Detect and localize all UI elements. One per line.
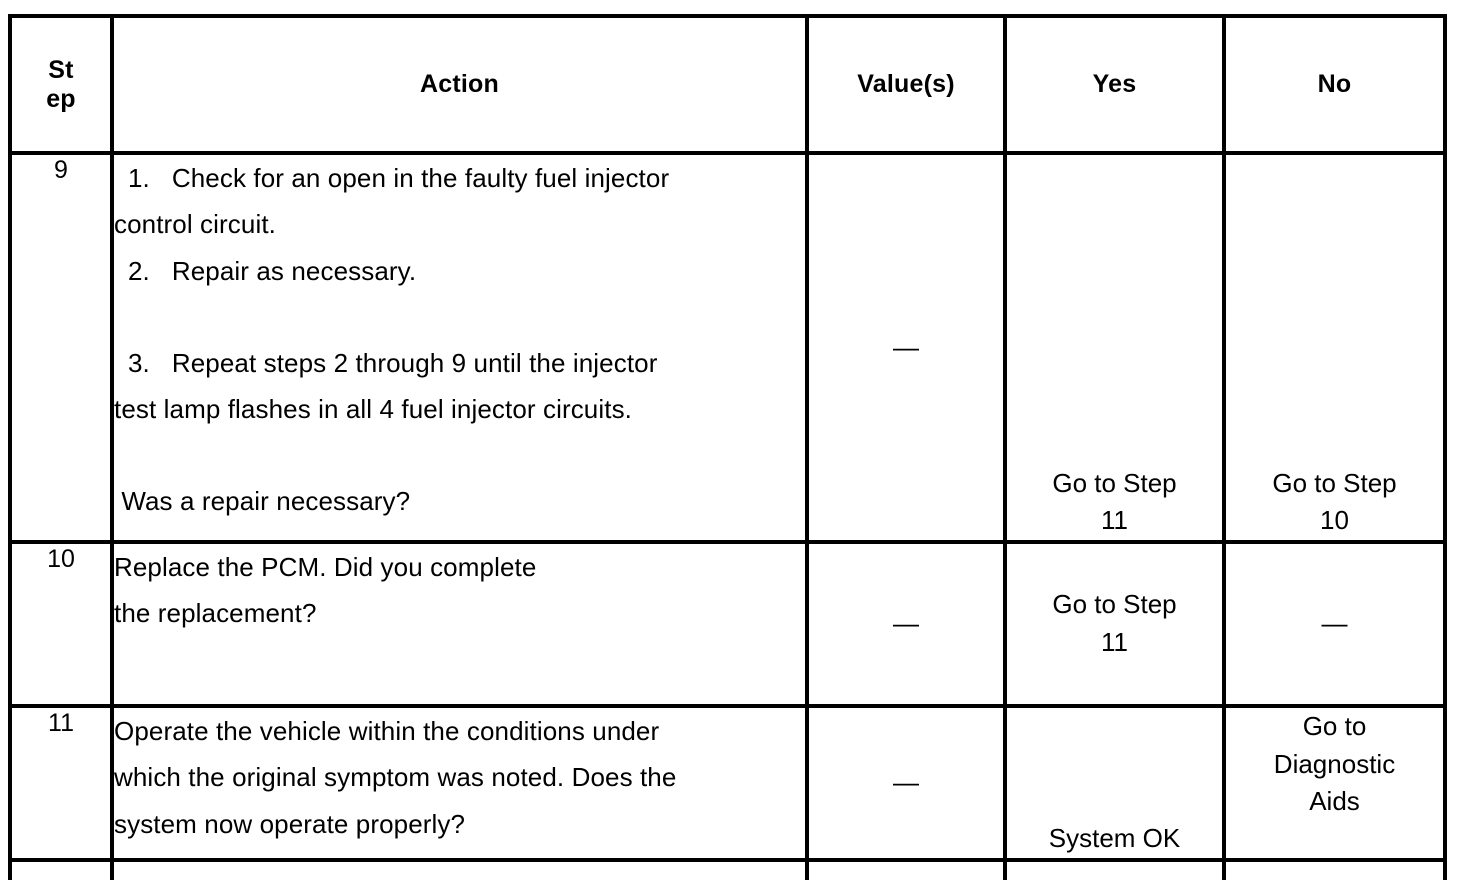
cell-yes: Go to Step 11 xyxy=(1003,540,1226,708)
cell-no: Go to Diagnostic Aids xyxy=(1222,704,1447,862)
cell-action: Replace the PCM. Did you complete the re… xyxy=(110,540,809,708)
cell-step-number: 11 xyxy=(8,704,114,862)
cell-action: 1. Check for an open in the faulty fuel … xyxy=(110,151,809,544)
cell-yes: System OK xyxy=(1003,704,1226,862)
action-line: system now operate properly? xyxy=(114,808,466,839)
cell-no-line: Go to Step xyxy=(1272,467,1397,498)
cell-no-line: Go to xyxy=(1302,711,1367,741)
cell-yes-line: System OK xyxy=(1048,823,1181,854)
cell-value-partial xyxy=(805,858,1007,880)
cell-yes-line: Go to Step xyxy=(1052,467,1177,498)
cell-step-number: 9 xyxy=(8,151,114,544)
table-row-partial xyxy=(8,858,1447,880)
action-line-spacer xyxy=(114,432,805,478)
action-line: 2. Repair as necessary. xyxy=(128,255,417,286)
column-header-yes: Yes xyxy=(1003,14,1226,155)
cell-no-line: 10 xyxy=(1320,505,1349,536)
cell-step-number-partial xyxy=(8,858,114,880)
action-line: test lamp flashes in all 4 fuel injector… xyxy=(114,394,632,425)
cell-value: — xyxy=(805,151,1007,544)
cell-no-line: — xyxy=(1321,608,1348,639)
cell-step-number: 10 xyxy=(8,540,114,708)
cell-yes-partial xyxy=(1003,858,1226,880)
action-line: Operate the vehicle within the condition… xyxy=(114,716,660,746)
action-line-spacer xyxy=(114,294,805,340)
action-line: 3. Repeat steps 2 through 9 until the in… xyxy=(128,347,658,378)
cell-no-partial xyxy=(1222,858,1447,880)
cell-action: Operate the vehicle within the condition… xyxy=(110,704,809,862)
action-line: 1. Check for an open in the faulty fuel … xyxy=(128,163,670,193)
cell-yes-line: 11 xyxy=(1101,505,1128,536)
table-row: 9 1. Check for an open in the faulty fue… xyxy=(8,151,1447,544)
column-header-values: Value(s) xyxy=(805,14,1007,155)
table-row: 10 Replace the PCM. Did you complete the… xyxy=(8,540,1447,708)
table-row: 11 Operate the vehicle within the condit… xyxy=(8,704,1447,862)
cell-no: — xyxy=(1222,540,1447,708)
table-header-row: St ep Action Value(s) Yes No xyxy=(8,14,1447,155)
column-header-step-line1: St xyxy=(48,55,74,84)
diagnostic-steps-table: St ep Action Value(s) Yes No 9 1. Check … xyxy=(8,14,1447,880)
cell-value: — xyxy=(805,540,1007,708)
action-line: which the original symptom was noted. Do… xyxy=(114,762,677,793)
cell-no-line: Aids xyxy=(1309,786,1360,817)
column-header-no: No xyxy=(1222,14,1447,155)
column-header-step-line2: ep xyxy=(46,84,76,113)
action-line: the replacement? xyxy=(114,598,317,629)
cell-yes: Go to Step 11 xyxy=(1003,151,1226,544)
column-header-action: Action xyxy=(110,14,809,155)
cell-action-partial xyxy=(110,858,809,880)
cell-yes-line: 11 xyxy=(1101,627,1128,657)
cell-value: — xyxy=(805,704,1007,862)
column-header-step: St ep xyxy=(8,14,114,155)
action-line: Replace the PCM. Did you complete xyxy=(114,552,537,582)
action-line: control circuit. xyxy=(114,209,276,240)
action-line-question: Was a repair necessary? xyxy=(114,486,411,517)
cell-no-line: Diagnostic xyxy=(1273,748,1396,779)
cell-yes-line: Go to Step xyxy=(1052,589,1177,620)
cell-no: Go to Step 10 xyxy=(1222,151,1447,544)
